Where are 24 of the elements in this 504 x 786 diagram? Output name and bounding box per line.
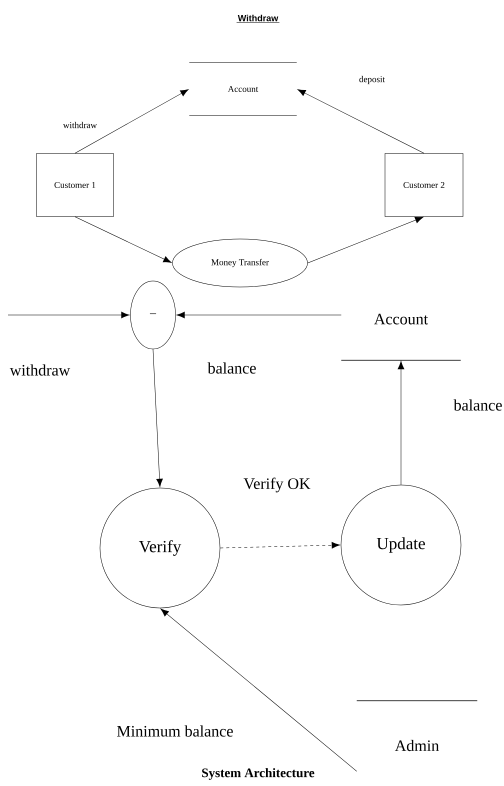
data-store: Admin (356, 700, 478, 752)
arrow (176, 312, 342, 318)
edge-label: Minimum balance (116, 724, 234, 738)
edge-label: deposit (358, 74, 386, 86)
arrow (74, 89, 189, 154)
entity-box: Customer 1 (36, 153, 114, 217)
arrow (308, 216, 424, 264)
data-store: Account (340, 314, 462, 361)
edge-label: balance (452, 398, 504, 412)
arrow (220, 542, 340, 549)
entity-box: Customer 2 (384, 153, 464, 217)
edge-label: Verify OK (242, 476, 312, 494)
arrow (398, 361, 404, 485)
arrow (152, 349, 163, 487)
data-store: Account (188, 62, 298, 116)
edge-label: withdraw (62, 120, 98, 130)
arrow (160, 608, 357, 772)
edge-label: balance (206, 361, 258, 375)
arrow (74, 216, 172, 263)
arrow (8, 312, 130, 318)
caption: System Architecture (202, 768, 314, 780)
edge-label: withdraw (8, 363, 72, 377)
arrow (297, 89, 424, 154)
title: Withdraw (236, 14, 280, 23)
